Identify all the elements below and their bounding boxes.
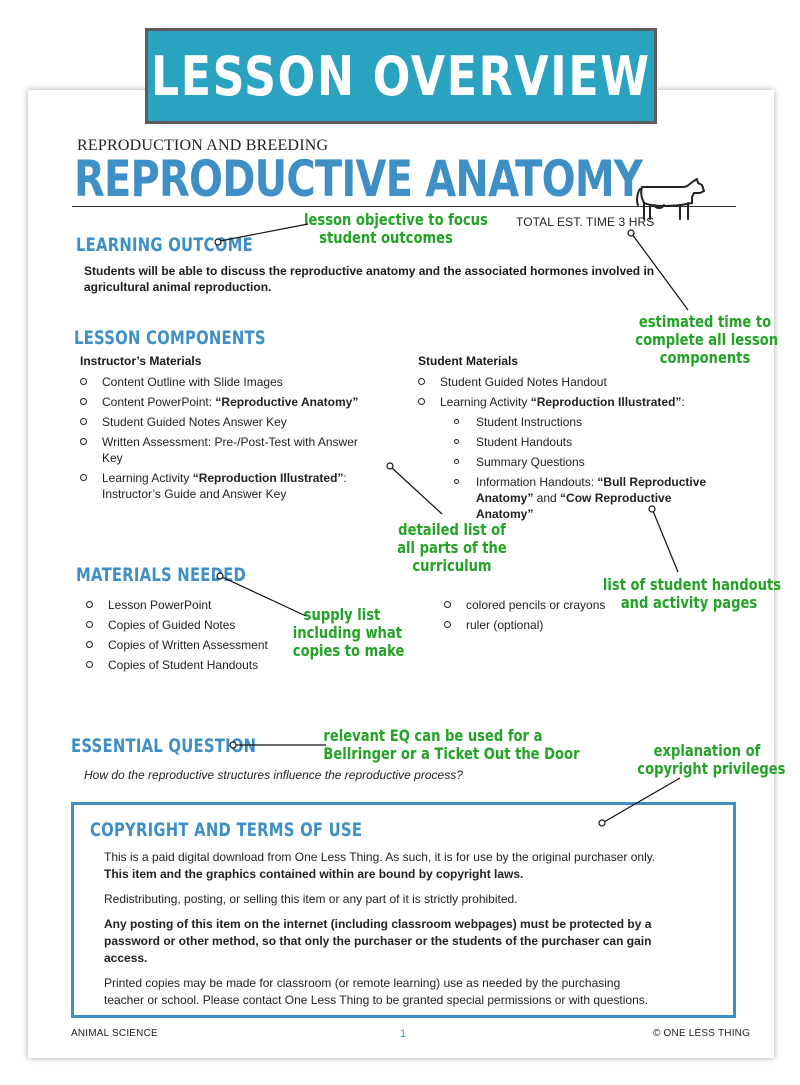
list-item: Content PowerPoint: “Reproductive Anatom…	[78, 394, 398, 410]
list-item: Learning Activity “Reproduction Illustra…	[78, 470, 398, 502]
footer-subject: ANIMAL SCIENCE	[71, 1028, 158, 1039]
materials-list-right: colored pencils or crayons ruler (option…	[442, 597, 672, 637]
lesson-components-heading: LESSON COMPONENTS	[74, 327, 266, 349]
copyright-paragraph-3: Any posting of this item on the internet…	[104, 917, 652, 965]
list-item: Learning Activity “Reproduction Illustra…	[416, 394, 756, 410]
title-divider	[72, 206, 736, 207]
lesson-overview-banner: LESSON OVERVIEW	[145, 28, 657, 124]
copyright-paragraph-4: Printed copies may be made for classroom…	[104, 976, 649, 1007]
list-item: Lesson PowerPoint	[84, 597, 314, 613]
learning-outcome-heading: LEARNING OUTCOME	[76, 234, 253, 256]
instructor-materials-list: Content Outline with Slide Images Conten…	[78, 374, 398, 506]
list-item: Copies of Student Handouts	[84, 657, 314, 673]
copyright-paragraph-2: Redistributing, posting, or selling this…	[104, 892, 518, 906]
list-item: Content Outline with Slide Images	[78, 374, 398, 390]
footer-page-number: 1	[400, 1028, 407, 1040]
learning-outcome-text: Students will be able to discuss the rep…	[84, 264, 655, 294]
student-materials-heading: Student Materials	[418, 354, 519, 368]
copyright-paragraph-1: This is a paid digital download from One…	[104, 850, 656, 881]
list-item: Copies of Written Assessment	[84, 637, 314, 653]
list-item: Written Assessment: Pre-/Post-Test with …	[78, 434, 398, 466]
list-item: Copies of Guided Notes	[84, 617, 314, 633]
essential-question-heading: ESSENTIAL QUESTION	[71, 735, 257, 757]
estimated-time: TOTAL EST. TIME 3 HRS	[516, 215, 655, 229]
list-item: Student Handouts	[416, 434, 756, 450]
list-item: Student Guided Notes Answer Key	[78, 414, 398, 430]
instructor-materials-heading: Instructor’s Materials	[80, 354, 202, 368]
materials-list-left: Lesson PowerPoint Copies of Guided Notes…	[84, 597, 314, 677]
cow-icon	[636, 178, 705, 220]
banner-title: LESSON OVERVIEW	[151, 44, 651, 108]
list-item: Student Instructions	[416, 414, 756, 430]
list-item: ruler (optional)	[442, 617, 672, 633]
list-item: Summary Questions	[416, 454, 756, 470]
list-item: Information Handouts: “Bull Reproductive…	[416, 474, 756, 522]
copyright-heading: COPYRIGHT AND TERMS OF USE	[90, 819, 363, 841]
lesson-title: REPRODUCTIVE ANATOMY	[74, 150, 643, 208]
essential-question-text: How do the reproductive structures influ…	[84, 768, 463, 782]
footer-copyright: © ONE LESS THING	[653, 1028, 751, 1039]
list-item: colored pencils or crayons	[442, 597, 672, 613]
unit-kicker: REPRODUCTION AND BREEDING	[77, 137, 329, 154]
copyright-box: COPYRIGHT AND TERMS OF USE This is a pai…	[71, 802, 736, 1018]
list-item: Student Guided Notes Handout	[416, 374, 756, 390]
student-materials-list: Student Guided Notes Handout Learning Ac…	[416, 374, 756, 526]
materials-needed-heading: MATERIALS NEEDED	[76, 564, 247, 586]
